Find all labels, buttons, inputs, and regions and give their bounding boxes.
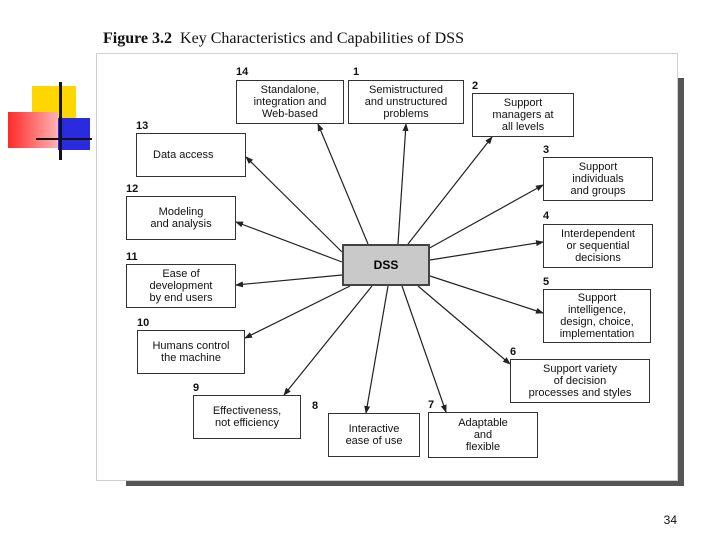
characteristic-box-5: Support intelligence, design, choice, im…	[543, 289, 651, 343]
arrow-to-box-7	[401, 285, 447, 413]
box-number-9: 9	[193, 382, 200, 394]
box-number-12: 12	[126, 183, 139, 195]
characteristic-box-2: Support managers at all levels	[472, 93, 574, 137]
dss-center-box: DSS	[342, 244, 430, 286]
arrow-to-box-9	[283, 285, 373, 396]
characteristic-box-13: Data access	[136, 133, 246, 177]
figure-title: Key Characteristics and Capabilities of …	[180, 30, 464, 47]
box-number-7: 7	[428, 399, 435, 411]
box-number-6: 6	[510, 346, 517, 358]
arrow-to-box-3	[425, 184, 544, 251]
arrow-to-box-13	[245, 156, 343, 253]
arrow-to-box-11	[235, 274, 343, 288]
box-number-2: 2	[472, 80, 479, 92]
characteristic-box-12: Modeling and analysis	[126, 196, 236, 240]
arrow-to-box-1	[397, 123, 409, 245]
characteristic-box-8: Interactive ease of use	[328, 413, 420, 457]
figure-caption: Figure 3.2 Key Characteristics and Capabi…	[103, 30, 464, 48]
arrow-to-box-14	[317, 123, 369, 245]
arrow-to-box-4	[429, 240, 544, 261]
characteristic-box-11: Ease of development by end users	[126, 264, 236, 308]
characteristic-box-7: Adaptable and flexible	[428, 412, 538, 458]
deco-horizontal-line	[36, 138, 92, 140]
box-number-8: 8	[312, 400, 319, 412]
page-number: 34	[663, 513, 677, 527]
box-number-5: 5	[543, 276, 550, 288]
characteristic-box-9: Effectiveness, not efficiency	[193, 395, 301, 439]
characteristic-box-6: Support variety of decision processes an…	[510, 359, 650, 403]
deco-red-square	[8, 112, 58, 148]
deco-blue-square	[58, 118, 90, 150]
box-number-11: 11	[126, 251, 138, 263]
box-number-3: 3	[543, 144, 550, 156]
box-number-10: 10	[137, 317, 150, 329]
arrow-to-box-6	[417, 285, 511, 365]
characteristic-box-14: Standalone, integration and Web-based	[236, 80, 344, 124]
arrow-to-box-5	[429, 275, 544, 314]
box-number-4: 4	[543, 210, 550, 222]
arrow-to-box-8	[364, 285, 389, 414]
arrow-to-box-10	[244, 285, 351, 339]
box-number-14: 14	[236, 66, 249, 78]
box-number-13: 13	[136, 120, 149, 132]
arrow-to-box-2	[407, 136, 493, 245]
deco-vertical-line	[59, 82, 62, 160]
characteristic-box-10: Humans control the machine	[137, 330, 245, 374]
box-number-1: 1	[353, 66, 360, 78]
characteristic-box-3: Support individuals and groups	[543, 157, 653, 201]
figure-label: Figure 3.2	[103, 30, 173, 47]
characteristic-box-4: Interdependent or sequential decisions	[543, 224, 653, 268]
arrow-to-box-12	[235, 221, 343, 263]
characteristic-box-1: Semistructured and unstructured problems	[348, 80, 464, 124]
